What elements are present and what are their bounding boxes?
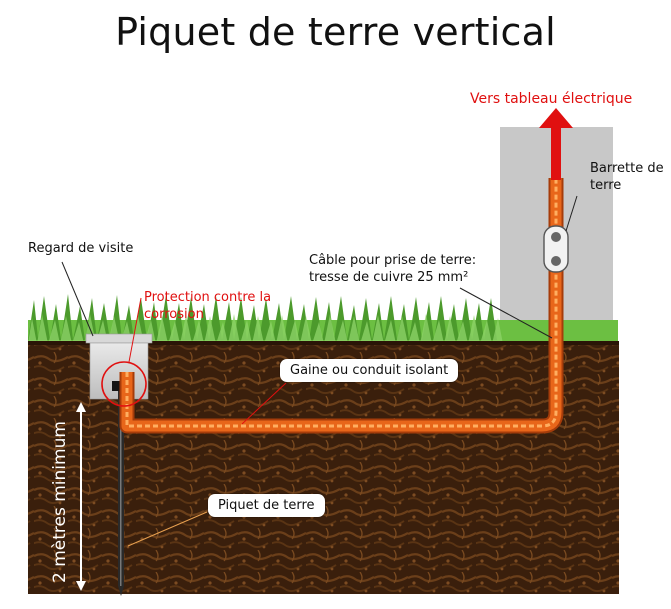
label-regard: Regard de visite [28,241,134,256]
cable [119,178,564,434]
label-vers-tableau: Vers tableau électrique [470,91,633,107]
label-barrette-line2: terre [590,178,622,193]
page-title: Piquet de terre vertical [115,10,556,54]
corrosion-circle [101,361,147,407]
leader-lines [61,195,578,339]
barrette-de-terre [543,225,569,273]
label-cable-line2: tresse de cuivre 25 mm² [309,270,469,285]
label-gaine: Gaine ou conduit isolant [280,359,459,382]
label-barrette-line1: Barrette de [590,161,664,176]
arrow-up-icon [539,108,573,180]
depth-arrow [76,402,86,591]
label-cable-line1: Câble pour prise de terre: [309,253,477,268]
leader-lines-red [128,297,287,425]
label-barrette: Barrette de terre [590,160,664,194]
label-protection-line2: corrosion [144,307,204,322]
leader-lines-orange [127,511,208,547]
label-protection: Protection contre la corrosion [144,289,271,323]
label-piquet: Piquet de terre [208,494,325,517]
label-cable: Câble pour prise de terre: tresse de cui… [309,252,476,286]
label-protection-line1: Protection contre la [144,290,272,305]
label-depth: 2 mètres minimum [50,421,70,583]
